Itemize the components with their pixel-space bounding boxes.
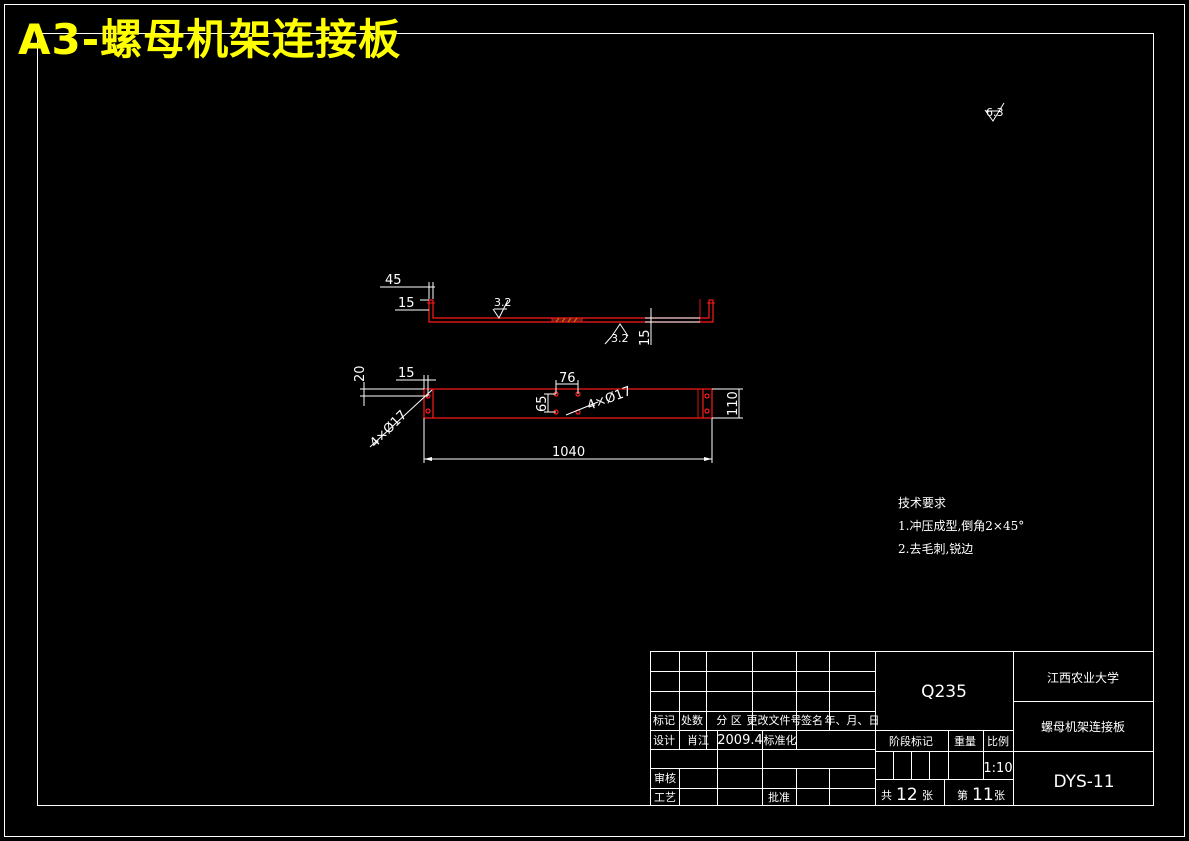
roughness-general-value: 6.3 (986, 106, 1004, 119)
header-zone: 分 区 (716, 714, 742, 727)
process-label: 工艺 (654, 791, 676, 804)
sheet-prefix: 第 (957, 788, 968, 802)
stage-label: 阶段标记 (889, 734, 933, 748)
roughness-b-value: 3.2 (611, 332, 629, 345)
header-count: 处数 (681, 714, 703, 727)
dim-15-top: 15 (398, 366, 415, 381)
designer-name: 肖江 (687, 733, 709, 747)
drawing-number: DYS-11 (1053, 772, 1114, 792)
header-mark: 标记 (653, 713, 675, 727)
plate-outline (423, 388, 713, 419)
dim-1040: 1040 (552, 445, 585, 460)
top-view: 20 15 76 65 4×Ø17 110 4×Ø17 1040 (353, 365, 743, 463)
roughness-symbol-general: 6.3 (984, 102, 1005, 122)
part-name: 螺母机架连接板 (1041, 719, 1125, 734)
drawing-title: A3-螺母机架连接板 (18, 15, 402, 64)
review-label: 审核 (654, 771, 676, 785)
header-signature: 签名 (801, 713, 823, 727)
school-name: 江西农业大学 (1047, 670, 1119, 685)
tech-item-1: 1.冲压成型,倒角2×45° (898, 518, 1024, 533)
dim-110: 110 (726, 391, 741, 416)
total-sheets: 12 (896, 785, 918, 805)
header-change-doc: 更改文件号 (747, 713, 802, 727)
roughness-a-value: 3.2 (494, 296, 512, 309)
header-date: 年、月、日 (825, 713, 880, 727)
dim-65: 65 (535, 395, 550, 412)
standardize-label: 标准化 (764, 733, 797, 747)
sheet-unit-a: 张 (922, 789, 933, 802)
front-view: 45 15 3.2 3.2 15 (380, 273, 715, 346)
design-label: 设计 (653, 734, 675, 747)
section-hatch (551, 317, 583, 323)
sheet-unit-b: 张 (994, 789, 1005, 802)
design-date: 2009.4 (717, 733, 763, 748)
title-block: 标记 处数 分 区 更改文件号 签名 年、月、日 设计 肖江 2009.4 标准… (650, 651, 1154, 806)
holes-left-label: 4×Ø17 (367, 408, 410, 451)
hole (704, 408, 710, 414)
scale-label: 比例 (987, 734, 1009, 748)
dim-15-right: 15 (638, 329, 653, 346)
plate-profile-inner (432, 300, 710, 319)
dim-76: 76 (559, 371, 576, 386)
dim-20: 20 (353, 365, 368, 382)
dim-15-left: 15 (398, 296, 415, 311)
outer-border (4, 4, 1185, 837)
inner-border (37, 33, 1154, 806)
hole (704, 393, 710, 399)
dim-45: 45 (385, 273, 402, 288)
scale-value: 1:10 (983, 761, 1012, 776)
weight-label: 重量 (954, 734, 976, 748)
sheet-number: 11 (972, 785, 994, 805)
material: Q235 (921, 682, 967, 702)
total-prefix: 共 (881, 789, 892, 802)
technical-requirements: 技术要求 1.冲压成型,倒角2×45° 2.去毛刺,锐边 (898, 496, 1024, 556)
tech-item-2: 2.去毛刺,锐边 (898, 542, 973, 556)
hole (425, 408, 431, 414)
tech-heading: 技术要求 (898, 496, 946, 510)
approve-label: 批准 (768, 790, 790, 804)
